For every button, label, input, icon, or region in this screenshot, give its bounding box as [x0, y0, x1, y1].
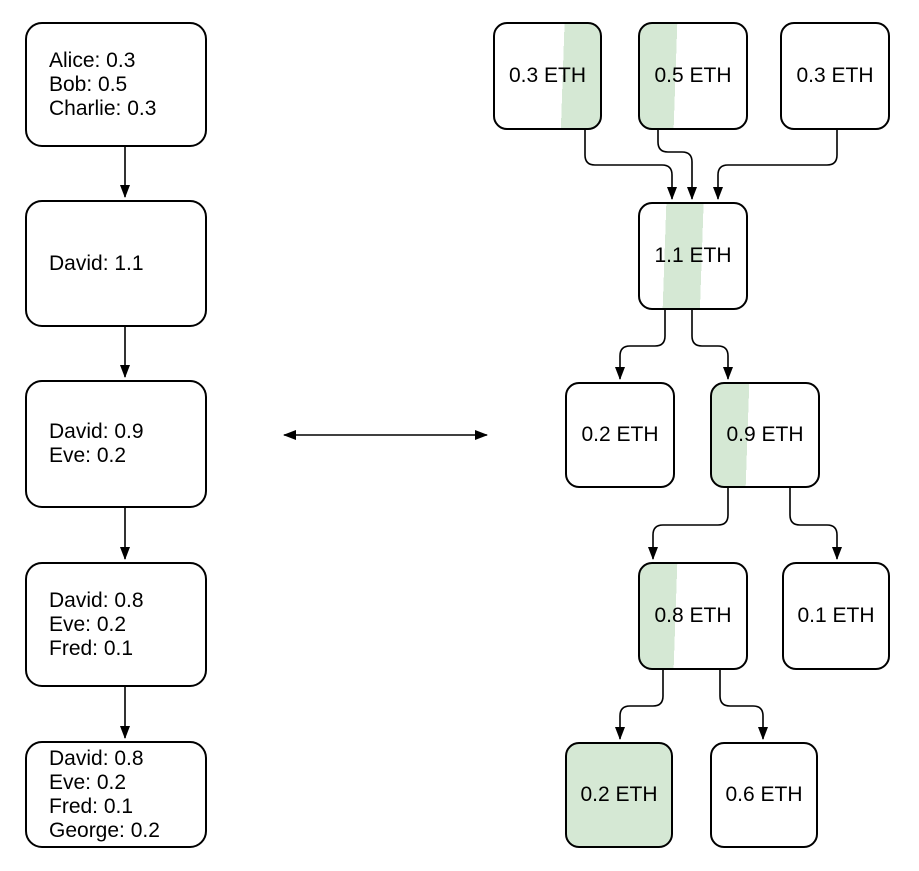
- account-entry: Fred: 0.1: [49, 636, 134, 660]
- utxo-09-node: 0.9 ETH: [710, 382, 820, 488]
- utxo-label: 0.3 ETH: [508, 64, 587, 87]
- account-entry: Eve: 0.2: [49, 770, 127, 794]
- account-entry: David: 0.8: [49, 746, 144, 770]
- account-entry: David: 0.8: [49, 588, 144, 612]
- utxo-label: 1.1 ETH: [654, 244, 732, 267]
- utxo-11-node: 1.1 ETH: [638, 202, 748, 310]
- account-entry: Eve: 0.2: [49, 612, 127, 636]
- account-entry: Alice: 0.3: [49, 48, 136, 72]
- account-entry: David: 0.9: [49, 420, 144, 443]
- utxo-label: 0.6 ETH: [725, 783, 803, 806]
- utxo-02-change-node: 0.2 ETH: [565, 382, 675, 488]
- account-entry: David: 1.1: [49, 251, 144, 275]
- utxo-label: 0.8 ETH: [654, 604, 732, 627]
- utxo-flow-arrow: [615, 310, 666, 380]
- utxo-01-node: 0.1 ETH: [782, 562, 890, 670]
- utxo-flow-arrow: [691, 310, 733, 380]
- utxo-label: 0.9 ETH: [726, 423, 804, 446]
- utxo-02-spent-node: 0.2 ETH: [565, 742, 673, 848]
- utxo-label: 0.3 ETH: [796, 64, 874, 87]
- utxo-03b-node: 0.3 ETH: [780, 22, 890, 130]
- utxo-flow-arrow: [615, 670, 664, 740]
- utxo-flow-arrow: [584, 130, 677, 200]
- utxo-flow-arrow: [719, 670, 768, 740]
- utxo-label: 0.5 ETH: [654, 64, 732, 87]
- utxo-label: 0.2 ETH: [580, 783, 658, 806]
- utxo-flow-arrow: [789, 488, 842, 560]
- account-entry: Charlie: 0.3: [49, 96, 157, 120]
- utxo-03a-node: 0.3 ETH: [493, 22, 602, 130]
- utxo-08-node: 0.8 ETH: [638, 562, 748, 670]
- utxo-05-node: 0.5 ETH: [638, 22, 748, 130]
- utxo-flow-arrow: [648, 488, 729, 560]
- utxo-flow-arrow: [657, 130, 697, 200]
- state-2-node: David: 1.1: [25, 200, 207, 327]
- account-entry: George: 0.2: [49, 818, 160, 842]
- account-entry: Fred: 0.1: [49, 794, 134, 818]
- utxo-flow-arrow: [713, 130, 838, 200]
- account-entry: Bob: 0.5: [49, 72, 128, 96]
- utxo-06-node: 0.6 ETH: [710, 742, 818, 848]
- account-entry: Eve: 0.2: [49, 444, 127, 467]
- utxo-label: 0.1 ETH: [797, 604, 875, 627]
- utxo-label: 0.2 ETH: [581, 423, 659, 446]
